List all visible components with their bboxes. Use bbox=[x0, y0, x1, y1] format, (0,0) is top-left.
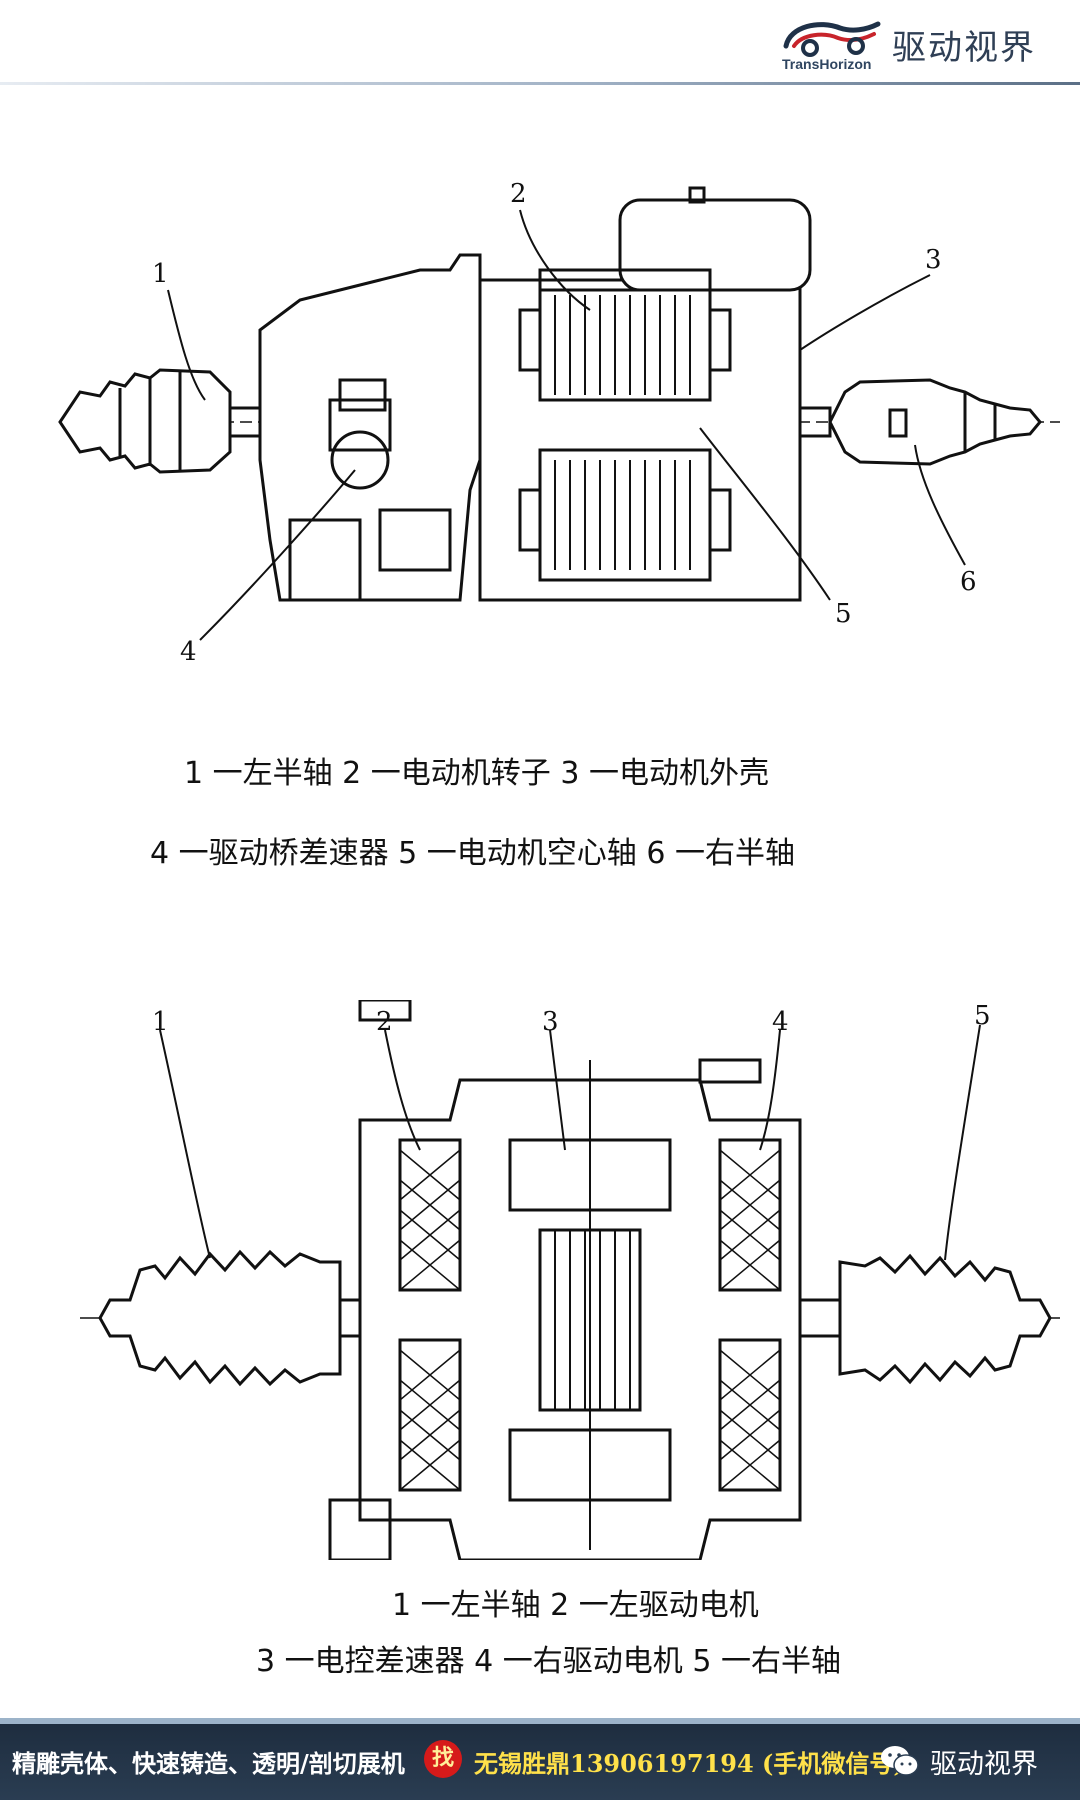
footer-contact[interactable]: 无锡胜鼎13906197194 (手机微信号) bbox=[474, 1749, 905, 1778]
fig1-label-5: 5 bbox=[835, 599, 852, 629]
fig1-caption-line-2: 4 一驱动桥差速器 5 一电动机空心轴 6 一右半轴 bbox=[150, 836, 795, 871]
fig1-label-6: 6 bbox=[960, 567, 977, 597]
fig2-label-5: 5 bbox=[974, 1001, 991, 1031]
header-bar: 驱动视界 TransHorizon bbox=[0, 0, 1080, 85]
wechat-icon bbox=[881, 1746, 919, 1776]
fig2-caption-line-2: 3 一电控差速器 4 一右驱动电机 5 一右半轴 bbox=[256, 1644, 841, 1679]
fig1-label-3: 3 bbox=[925, 245, 942, 275]
fig2-label-4: 4 bbox=[772, 1007, 789, 1037]
car-swirl-icon bbox=[783, 21, 881, 57]
wechat-account-name: 驱动视界 bbox=[930, 1749, 1038, 1780]
fig1-label-2: 2 bbox=[510, 179, 527, 209]
fig2-label-1: 1 bbox=[152, 1007, 169, 1037]
footer-top-strip bbox=[0, 1718, 1080, 1724]
find-badge: 找 bbox=[424, 1740, 462, 1778]
figure-2-dual-motor: 1 2 3 4 5 bbox=[0, 1000, 1080, 1560]
fig1-caption-line-1: 1 一左半轴 2 一电动机转子 3 一电动机外壳 bbox=[184, 756, 769, 791]
header-divider bbox=[0, 82, 1080, 85]
brand-name: 驱动视界 bbox=[892, 28, 1036, 68]
brand-subtitle: TransHorizon bbox=[782, 56, 872, 72]
fig2-label-3: 3 bbox=[542, 1007, 559, 1037]
fig2-label-2: 2 bbox=[376, 1007, 393, 1037]
fig2-caption-line-1: 1 一左半轴 2 一左驱动电机 bbox=[392, 1588, 759, 1623]
figure-1-diagram: 1 2 3 4 5 6 bbox=[58, 179, 1060, 667]
figure-1-drive-axle: 1 2 3 4 5 6 bbox=[0, 160, 1080, 720]
fig1-label-4: 4 bbox=[180, 637, 197, 667]
footer-slogan: 精雕壳体、快速铸造、透明/剖切展机 bbox=[12, 1749, 405, 1778]
fig1-label-1: 1 bbox=[152, 259, 169, 289]
footer-banner[interactable]: 精雕壳体、快速铸造、透明/剖切展机 找 无锡胜鼎13906197194 (手机微… bbox=[0, 1724, 1080, 1800]
brand-logo[interactable]: 驱动视界 TransHorizon bbox=[780, 14, 1050, 74]
figure-2-diagram: 1 2 3 4 5 bbox=[80, 1000, 1060, 1560]
